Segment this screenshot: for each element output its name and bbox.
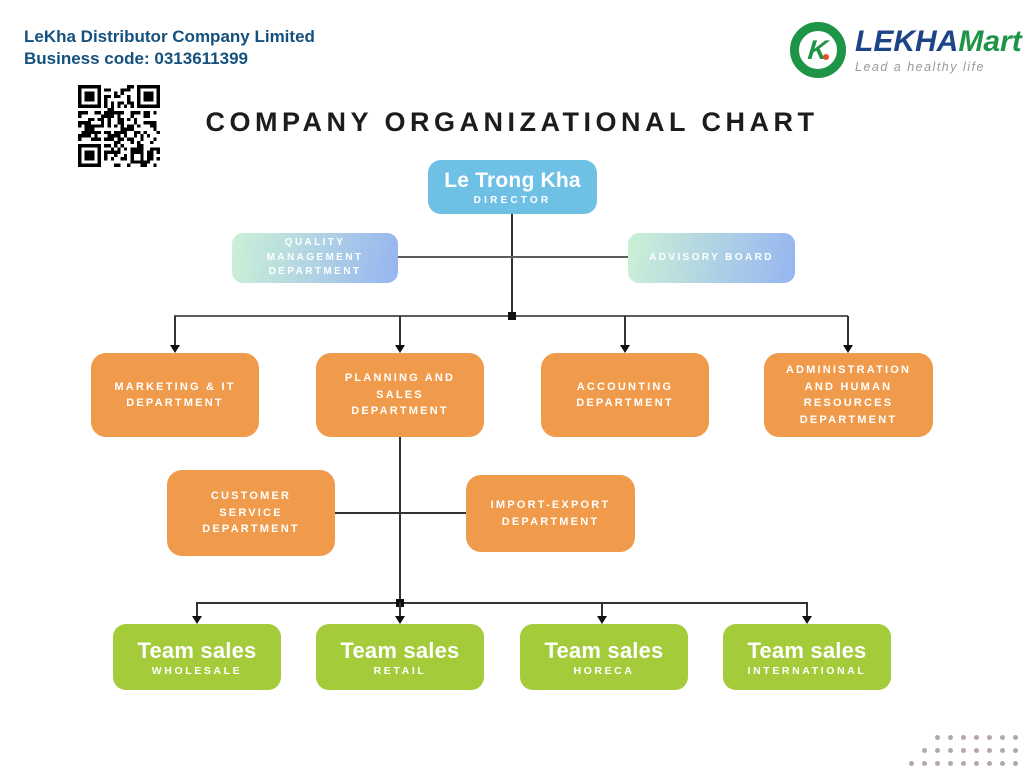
dot-icon xyxy=(974,748,979,753)
dot-icon xyxy=(1013,735,1018,740)
logo-text: LEKHAMart Lead a healthy life xyxy=(855,24,1022,74)
team-subtitle: RETAIL xyxy=(373,664,427,677)
brand-name: LEKHA xyxy=(855,24,959,58)
dot-icon xyxy=(987,748,992,753)
dot-icon xyxy=(974,735,979,740)
org-node-advisory-board: ADVISORY BOARD xyxy=(628,233,795,283)
org-node-team-wholesale: Team sales WHOLESALE xyxy=(113,624,281,690)
arrowhead-international-icon xyxy=(802,616,812,624)
dot-icon xyxy=(1013,748,1018,753)
dot-icon xyxy=(935,748,940,753)
org-node-team-international: Team sales INTERNATIONAL xyxy=(723,624,891,690)
node-label: PLANNING AND SALES DEPARTMENT xyxy=(344,372,456,418)
team-title: Team sales xyxy=(544,637,664,663)
org-node-accounting: ACCOUNTING DEPARTMENT xyxy=(541,353,709,437)
dot-icon xyxy=(987,735,992,740)
node-label: ADVISORY BOARD xyxy=(649,251,774,263)
dots-row xyxy=(935,735,1018,740)
team-subtitle: WHOLESALE xyxy=(151,664,243,677)
dots-row xyxy=(922,748,1018,753)
logo-accent-dot-icon xyxy=(823,54,829,60)
connector-staff-horizontal xyxy=(398,256,628,258)
dots-decoration xyxy=(909,735,1018,766)
logo-k-icon: K xyxy=(790,22,846,78)
node-label: IMPORT-EXPORT DEPARTMENT xyxy=(490,499,611,528)
connector-drop-international xyxy=(806,603,808,616)
arrowhead-marketing-icon xyxy=(170,345,180,353)
dot-icon xyxy=(935,735,940,740)
org-node-admin-hr: ADMINISTRATION AND HUMAN RESOURCES DEPAR… xyxy=(764,353,933,437)
dot-icon xyxy=(935,761,940,766)
connector-teams-horizontal xyxy=(196,602,808,604)
arrowhead-horeca-icon xyxy=(597,616,607,624)
dot-icon xyxy=(961,761,966,766)
node-label: CUSTOMER SERVICE DEPARTMENT xyxy=(202,490,300,536)
dots-row xyxy=(909,761,1018,766)
team-title: Team sales xyxy=(747,637,867,663)
brand-suffix: Mart xyxy=(958,24,1022,58)
connector-drop-marketing xyxy=(174,316,176,346)
org-node-team-horeca: Team sales HORECA xyxy=(520,624,688,690)
arrowhead-wholesale-icon xyxy=(192,616,202,624)
org-node-quality-management: QUALITY MANAGEMENT DEPARTMENT xyxy=(232,233,398,283)
brand-tagline: Lead a healthy life xyxy=(855,59,985,74)
dot-icon xyxy=(987,761,992,766)
org-node-director: Le Trong Kha DIRECTOR xyxy=(428,160,597,214)
arrowhead-planning-icon xyxy=(395,345,405,353)
team-title: Team sales xyxy=(137,637,257,663)
qr-code-image xyxy=(78,85,160,167)
company-name: LeKha Distributor Company Limited xyxy=(24,27,315,46)
company-header: LeKha Distributor Company Limited Busine… xyxy=(24,26,315,70)
node-label: ACCOUNTING DEPARTMENT xyxy=(576,380,674,410)
dot-icon xyxy=(961,735,966,740)
dot-icon xyxy=(948,735,953,740)
team-title: Team sales xyxy=(340,637,460,663)
business-code: Business code: 0313611399 xyxy=(24,49,248,68)
connector-drop-wholesale xyxy=(196,603,198,616)
connector-drop-retail xyxy=(399,603,401,616)
brand-logo: K LEKHAMart Lead a healthy life xyxy=(790,22,1022,78)
org-node-import-export: IMPORT-EXPORT DEPARTMENT xyxy=(466,475,635,552)
dot-icon xyxy=(1013,761,1018,766)
dot-icon xyxy=(922,748,927,753)
dot-icon xyxy=(948,748,953,753)
page-title: COMPANY ORGANIZATIONAL CHART xyxy=(205,107,819,137)
connector-drop-accounting xyxy=(624,316,626,346)
dot-icon xyxy=(1000,735,1005,740)
connector-subdepartments-horizontal xyxy=(335,512,466,514)
dot-icon xyxy=(922,761,927,766)
org-node-customer-service: CUSTOMER SERVICE DEPARTMENT xyxy=(167,470,335,556)
connector-junction-top xyxy=(508,312,516,320)
connector-director-down xyxy=(511,214,513,316)
node-label: MARKETING & IT DEPARTMENT xyxy=(114,380,236,410)
node-label: ADMINISTRATION AND HUMAN RESOURCES DEPAR… xyxy=(785,364,912,426)
org-node-marketing-it: MARKETING & IT DEPARTMENT xyxy=(91,353,259,437)
director-name: Le Trong Kha xyxy=(444,168,581,192)
logo-monogram: K xyxy=(806,34,830,65)
team-subtitle: INTERNATIONAL xyxy=(747,664,867,677)
connector-drop-horeca xyxy=(601,603,603,616)
arrowhead-accounting-icon xyxy=(620,345,630,353)
dot-icon xyxy=(974,761,979,766)
dot-icon xyxy=(1000,748,1005,753)
connector-planning-down xyxy=(399,437,401,603)
dot-icon xyxy=(909,761,914,766)
arrowhead-retail-icon xyxy=(395,616,405,624)
team-subtitle: HORECA xyxy=(573,664,635,677)
connector-drop-planning xyxy=(399,316,401,346)
director-role: DIRECTOR xyxy=(473,194,552,206)
org-node-team-retail: Team sales RETAIL xyxy=(316,624,484,690)
node-label: QUALITY MANAGEMENT DEPARTMENT xyxy=(266,237,364,278)
dot-icon xyxy=(1000,761,1005,766)
arrowhead-admin-icon xyxy=(843,345,853,353)
dot-icon xyxy=(948,761,953,766)
org-node-planning-sales: PLANNING AND SALES DEPARTMENT xyxy=(316,353,484,437)
qr-code xyxy=(78,85,160,167)
connector-drop-admin xyxy=(847,316,849,346)
dot-icon xyxy=(961,748,966,753)
